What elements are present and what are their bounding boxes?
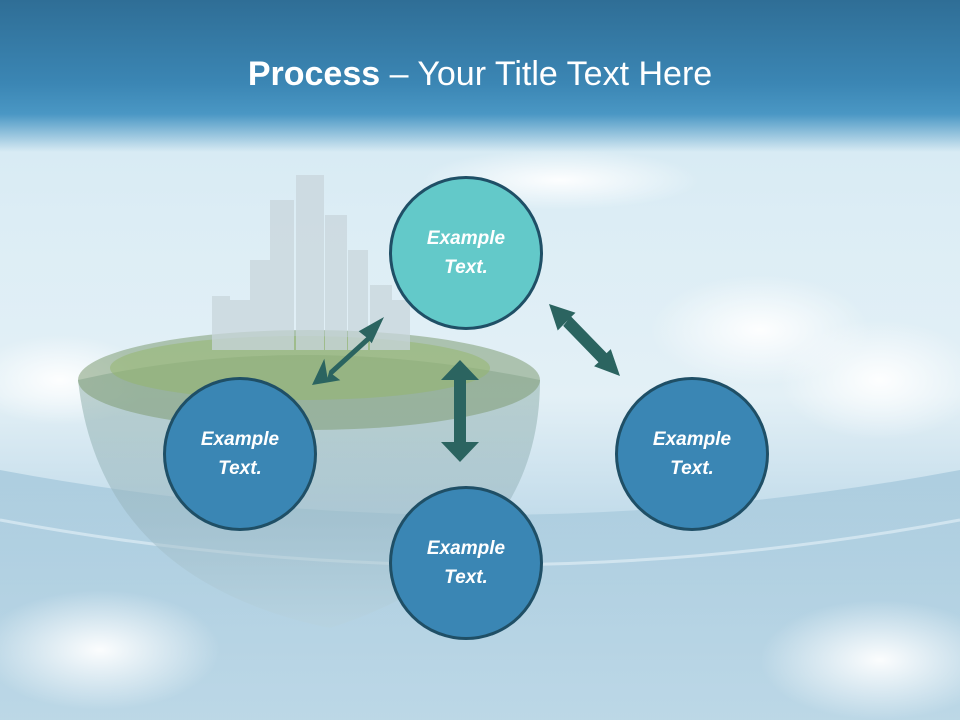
title-bold: Process [247, 55, 381, 93]
node-text-line1: Example [426, 228, 506, 249]
node-text-line2: Text. [444, 567, 488, 588]
process-node-left[interactable]: Example Text. [163, 377, 317, 531]
double-headed-arrow-icon [549, 304, 620, 376]
node-text-line1: Example [426, 538, 506, 559]
slide-title: Process – Your Title Text Here [0, 52, 960, 96]
title-bar [0, 0, 960, 152]
double-headed-arrow-icon [312, 317, 384, 385]
node-text-line1: Example [200, 429, 280, 450]
node-text-line2: Text. [444, 257, 488, 278]
node-text-line2: Text. [218, 458, 262, 479]
title-rest: – Your Title Text Here [380, 55, 713, 93]
node-text-line2: Text. [670, 458, 714, 479]
process-node-bottom[interactable]: Example Text. [389, 486, 543, 640]
node-text-line1: Example [652, 429, 732, 450]
process-node-right[interactable]: Example Text. [615, 377, 769, 531]
double-headed-arrow-icon [441, 360, 479, 462]
process-node-top[interactable]: Example Text. [389, 176, 543, 330]
